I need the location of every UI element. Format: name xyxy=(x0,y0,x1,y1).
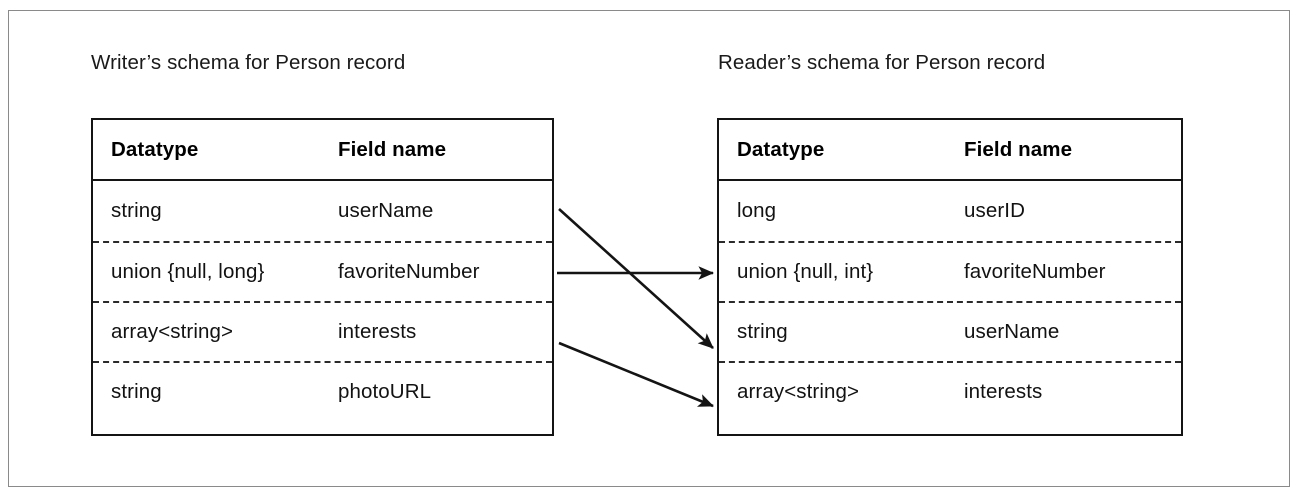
cell-field-name: userName xyxy=(338,199,434,222)
cell-field-name: favoriteNumber xyxy=(338,260,480,283)
reader-schema-caption: Reader’s schema for Person record xyxy=(718,51,1046,74)
cell-field-name: favoriteNumber xyxy=(964,260,1106,283)
cell-datatype: long xyxy=(737,199,777,222)
column-header-datatype: Datatype xyxy=(737,137,825,161)
cell-field-name: userName xyxy=(964,320,1060,343)
writer-schema-caption: Writer’s schema for Person record xyxy=(91,51,406,74)
table-row: long userID xyxy=(719,181,1181,241)
column-header-datatype: Datatype xyxy=(111,137,199,161)
table-row: string userName xyxy=(719,301,1181,361)
cell-datatype: union {null, int} xyxy=(737,260,874,283)
table-row: array<string> interests xyxy=(93,301,552,361)
cell-field-name: userID xyxy=(964,199,1025,222)
cell-field-name: interests xyxy=(964,380,1043,403)
table-row: union {null, int} favoriteNumber xyxy=(719,241,1181,301)
cell-field-name: photoURL xyxy=(338,380,432,403)
table-row: union {null, long} favoriteNumber xyxy=(93,241,552,301)
mapping-arrow-userName-to-userName xyxy=(558,208,714,349)
writer-schema-table: Datatype Field name string userName unio… xyxy=(91,118,554,436)
table-row: string userName xyxy=(93,181,552,241)
cell-datatype: array<string> xyxy=(111,320,234,343)
column-header-field-name: Field name xyxy=(964,137,1073,161)
table-header-row: Datatype Field name xyxy=(719,120,1181,181)
cell-datatype: string xyxy=(111,380,162,403)
column-header-field-name: Field name xyxy=(338,137,447,161)
cell-datatype: array<string> xyxy=(737,380,860,403)
table-row: array<string> interests xyxy=(719,361,1181,421)
table-row: string photoURL xyxy=(93,361,552,421)
cell-datatype: string xyxy=(737,320,788,343)
cell-field-name: interests xyxy=(338,320,417,343)
mapping-arrow-interests-to-interests xyxy=(558,341,714,408)
table-header-row: Datatype Field name xyxy=(93,120,552,181)
cell-datatype: string xyxy=(111,199,162,222)
reader-schema-table: Datatype Field name long userID union {n… xyxy=(717,118,1183,436)
figure-frame: Writer’s schema for Person record Reader… xyxy=(8,10,1290,487)
cell-datatype: union {null, long} xyxy=(111,260,265,283)
